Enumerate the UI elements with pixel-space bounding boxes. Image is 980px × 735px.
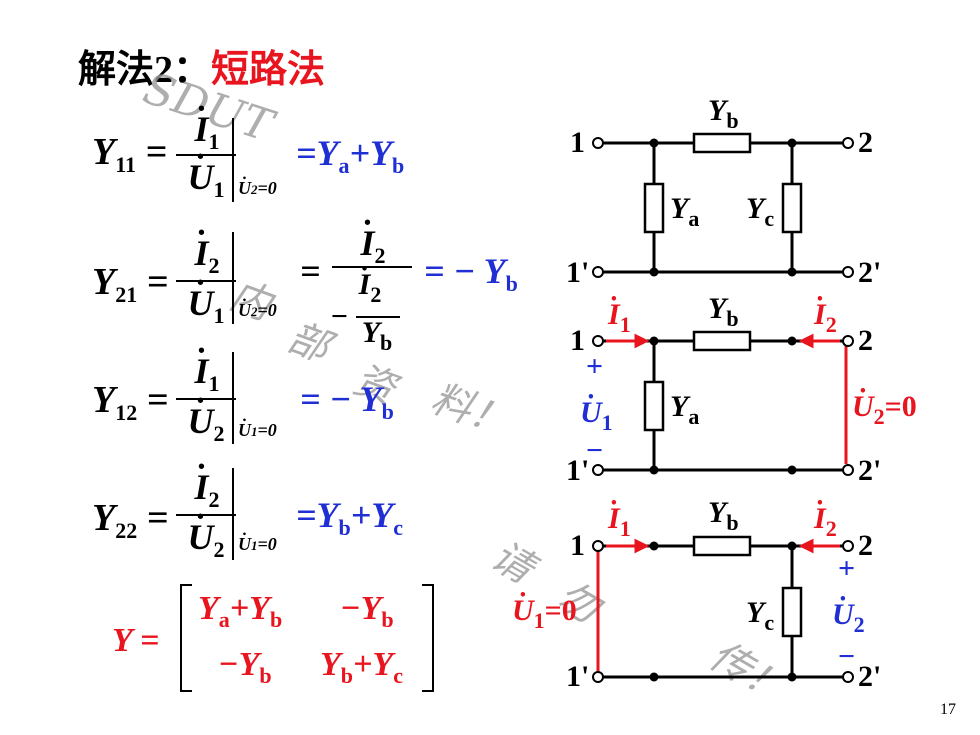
title-prefix: 解法2： [78, 49, 212, 91]
matrix-r1c1: Ya+Yb [198, 590, 283, 632]
y22-eval-bar [232, 468, 234, 560]
u1-label: U1 [580, 396, 613, 436]
y22-numerator: I2 [178, 466, 236, 513]
matrix-left-bracket [180, 584, 192, 692]
y21-inner-minus: − [330, 300, 349, 333]
circuit2-wires [600, 339, 846, 472]
yb-label: Yb [708, 94, 739, 133]
y21-fraction-line [176, 280, 236, 282]
circuit3-wires [600, 544, 846, 679]
current-arrows [606, 333, 840, 554]
y21-result: = − Yb [424, 251, 518, 296]
y11-denominator: U1 [176, 156, 236, 203]
matrix-r2c1: −Yb [218, 646, 272, 688]
y12-denominator: U2 [176, 400, 236, 447]
y21-inner-yb: Yb [361, 316, 393, 355]
circuit1-wires [600, 141, 846, 274]
port-2: 2 [858, 126, 873, 159]
y21-denominator: U1 [176, 282, 236, 329]
i2-label: I2 [814, 502, 837, 542]
y21-numerator: I2 [178, 232, 236, 279]
terminal-circles [592, 137, 854, 683]
y21-inner-sub-line [356, 316, 400, 318]
y21-lhs: Y21 = [92, 261, 169, 307]
y21-eval-bar [232, 232, 234, 324]
plus-sign: + [586, 350, 604, 383]
y12-numerator: I1 [178, 350, 236, 397]
port-2: 2 [858, 529, 873, 562]
i1-label: I1 [608, 502, 631, 542]
port-1: 1 [570, 324, 585, 357]
port-1: 1 [570, 529, 585, 562]
u2-short-label: U2=0 [852, 390, 917, 430]
title-method: 短路法 [211, 49, 326, 91]
y21-inner-denominator: I2 [322, 268, 418, 308]
yb-label: Yb [708, 496, 739, 535]
y21-condition: U2=0 [238, 300, 277, 321]
circuit3-yb-resistor [692, 535, 752, 557]
y12-result: = − Yb [300, 379, 394, 424]
page-title: 解法2：短路法 [78, 38, 325, 93]
y21-equals: = [300, 251, 321, 291]
port-1: 1 [570, 126, 585, 159]
y22-condition: U1=0 [238, 534, 277, 555]
matrix-r1c2: −Yb [340, 590, 394, 632]
yc-label: Yc [746, 192, 775, 231]
y11-lhs: Y11 = [92, 131, 168, 177]
y12-eval-bar [232, 352, 234, 444]
port-2: 2 [858, 324, 873, 357]
y21-inner-numerator: I2 [334, 222, 412, 269]
matrix-lhs: Y = [112, 622, 160, 659]
u1-short-label: U1=0 [512, 594, 577, 634]
y11-numerator: I1 [178, 108, 236, 155]
page-number: 17 [940, 701, 956, 718]
y22-result: =Yb+Yc [296, 495, 404, 540]
matrix-r2c2: Yb+Yc [320, 646, 403, 688]
circuit2-yb-resistor [692, 330, 752, 352]
port-2-prime: 2' [858, 256, 882, 289]
i2-label: I2 [814, 298, 837, 338]
yb-label: Yb [708, 292, 739, 331]
circuit1-ya-resistor [643, 182, 665, 234]
port-2-prime: 2' [858, 660, 882, 693]
i1-label: I1 [608, 298, 631, 338]
plus-sign: + [838, 552, 856, 585]
matrix-right-bracket [422, 584, 434, 692]
y12-lhs: Y12 = [92, 379, 169, 425]
y11-condition: U2=0 [238, 178, 277, 199]
y11-fraction-line [176, 154, 236, 156]
y12-condition: U1=0 [238, 420, 277, 441]
y11-result: =Ya+Yb [296, 133, 405, 178]
port-1-prime: 1' [566, 660, 590, 693]
minus-sign: − [586, 434, 604, 467]
minus-sign: − [838, 640, 856, 673]
circuit2-ya-resistor [643, 380, 665, 432]
port-1-prime: 1' [566, 454, 590, 487]
y22-fraction-line [176, 514, 236, 516]
ya-label: Ya [670, 192, 700, 231]
y21-inner-fraction-line [332, 266, 412, 268]
y11-eval-bar [232, 118, 234, 202]
u2-label: U2 [832, 598, 865, 638]
y12-fraction-line [176, 398, 236, 400]
ya-label: Ya [670, 390, 700, 429]
circuit3-yc-resistor [781, 586, 803, 638]
y22-lhs: Y22 = [92, 497, 169, 543]
port-2-prime: 2' [858, 454, 882, 487]
circuit1-yb-resistor [692, 132, 752, 154]
yc-label: Yc [746, 596, 775, 635]
circuit1-yc-resistor [781, 182, 803, 234]
junction-dots [649, 138, 797, 682]
port-1-prime: 1' [566, 256, 590, 289]
y22-denominator: U2 [176, 516, 236, 563]
